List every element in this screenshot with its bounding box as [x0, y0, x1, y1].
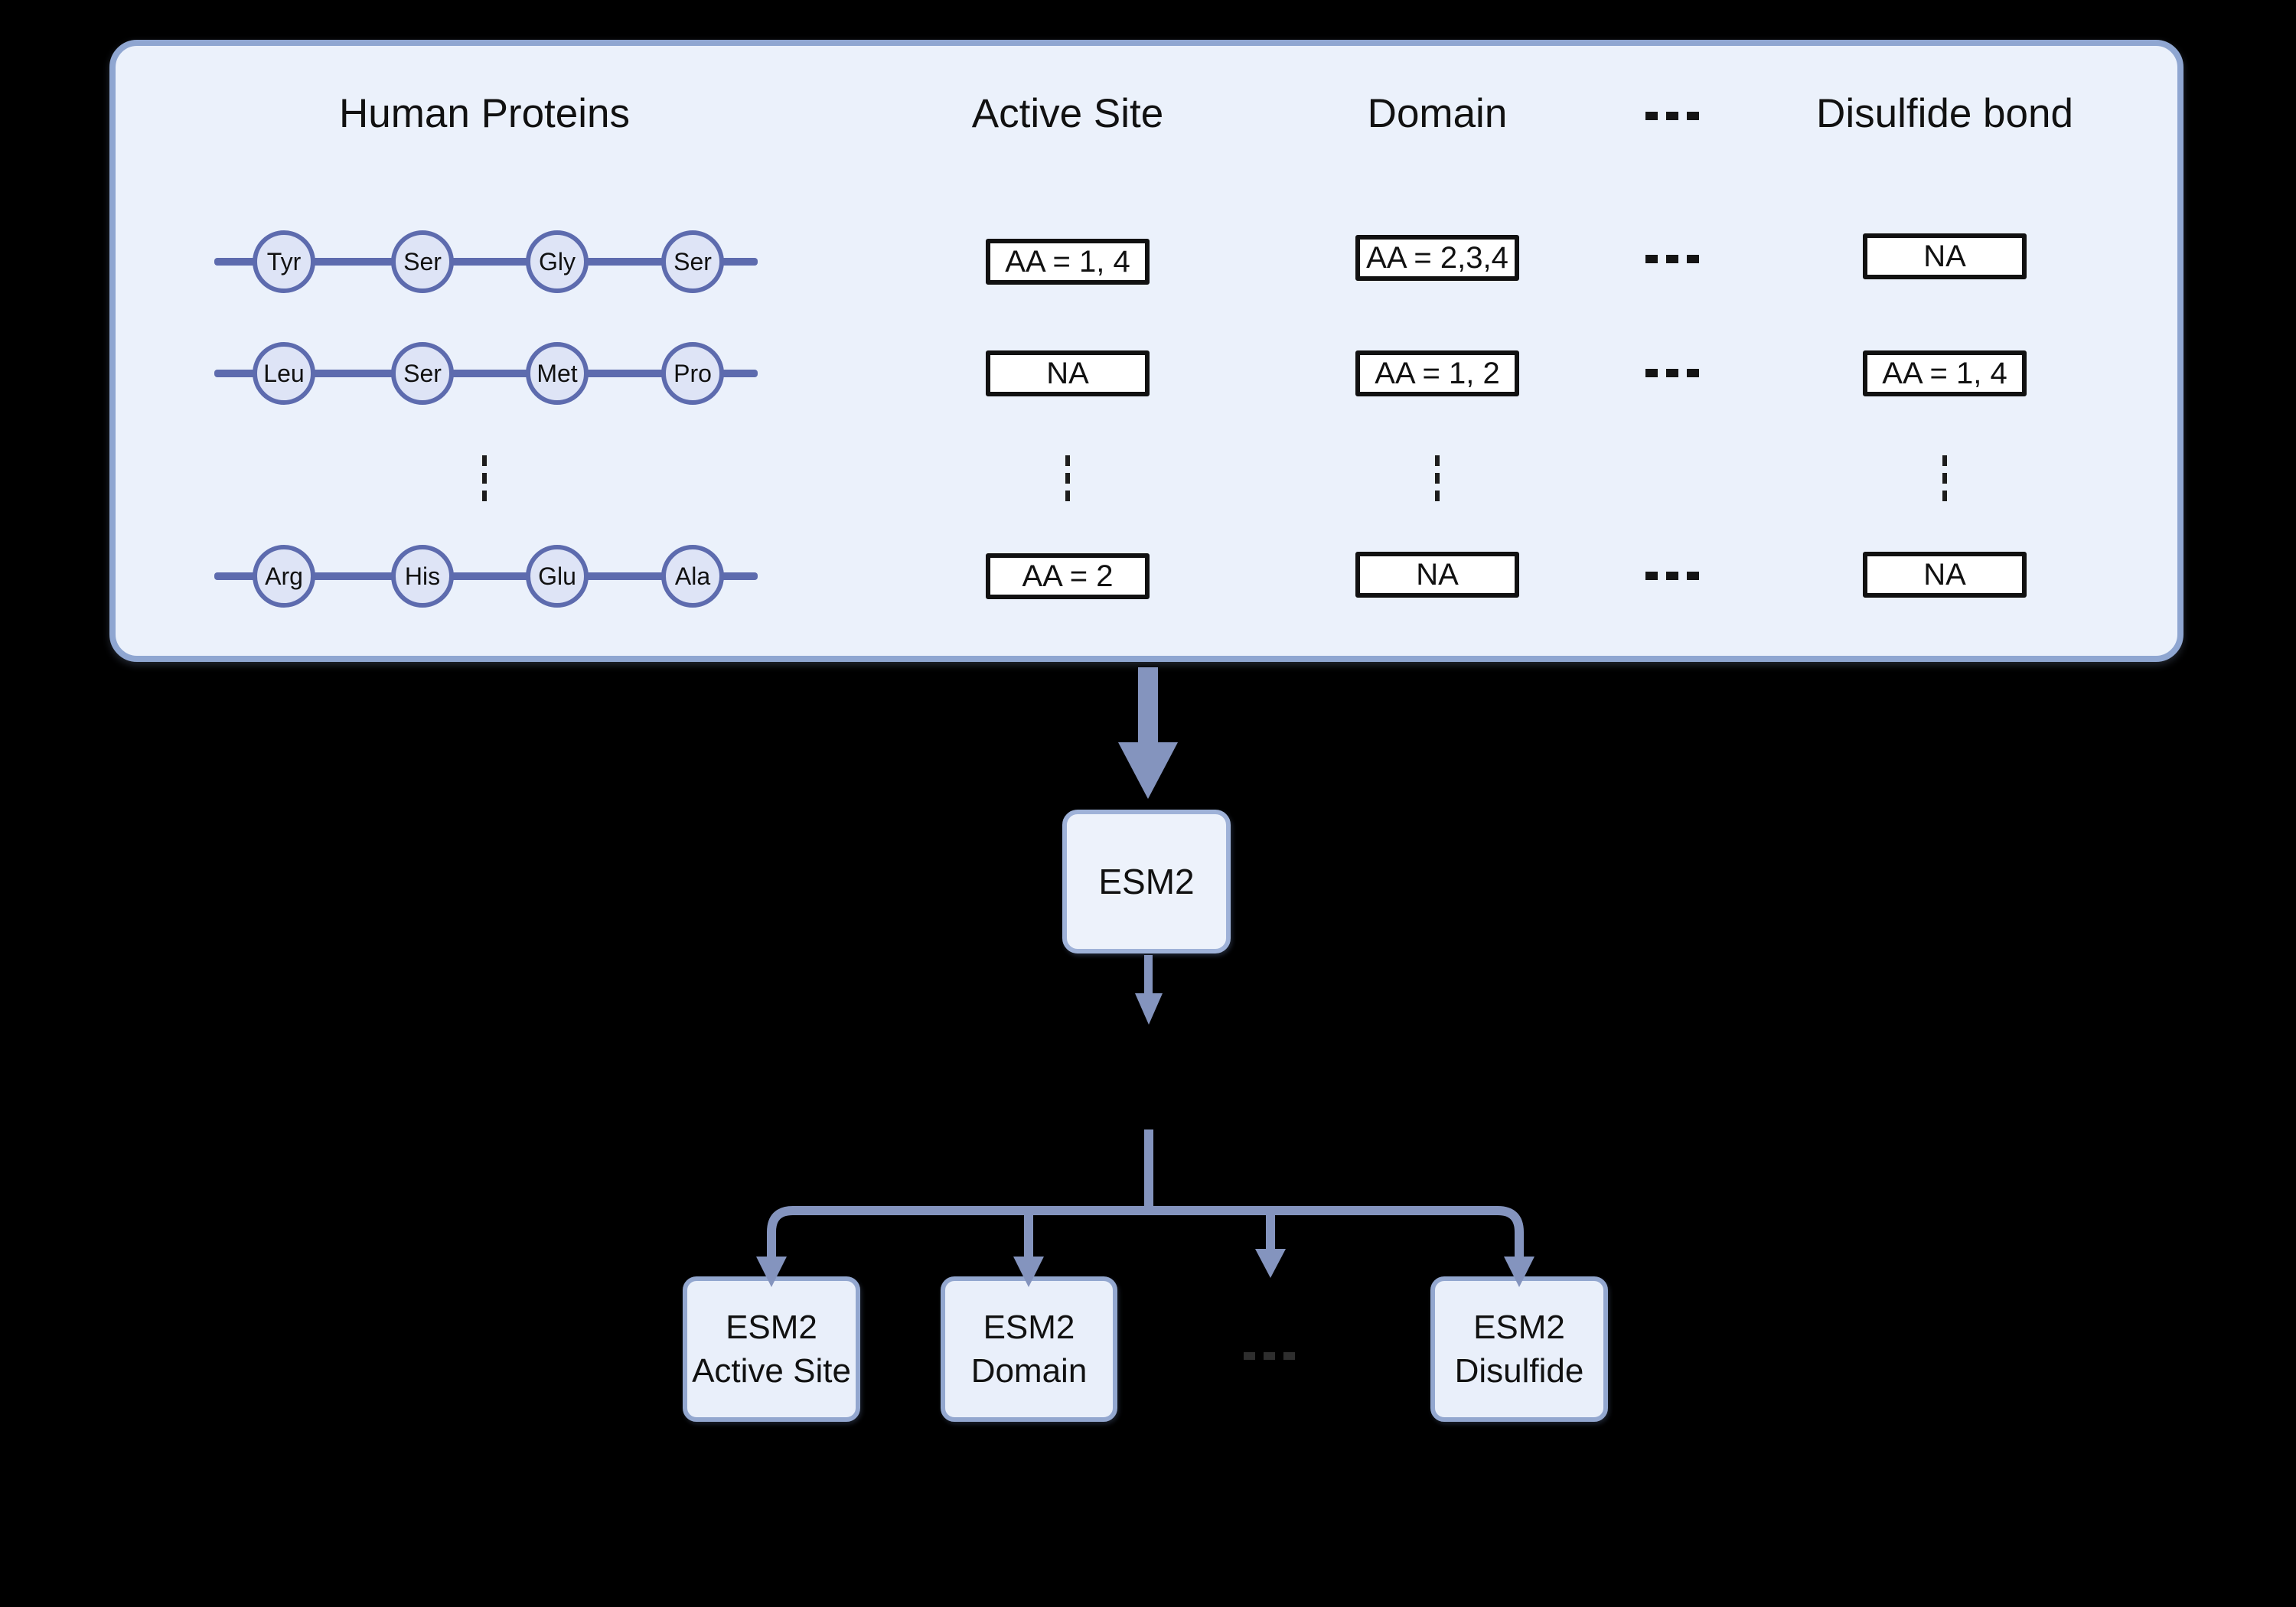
column-header-active-site: Active Site — [971, 91, 1164, 136]
annotation-box-domain: NA — [1355, 552, 1519, 598]
residue-label: Tyr — [266, 248, 302, 275]
row-ellipsis-icon — [1645, 369, 1699, 377]
residue-node: Pro — [661, 342, 724, 405]
outputs-ellipsis-icon — [1244, 1352, 1295, 1360]
output-box-esm2-active-site: ESM2 Active Site — [683, 1276, 860, 1422]
annotation-box-active-site: AA = 2 — [986, 553, 1150, 599]
residue-label: Met — [536, 360, 578, 387]
branch-connector — [756, 1129, 1534, 1287]
branch-horizontal-line — [767, 1206, 1524, 1263]
model-output-arrow-icon — [1144, 955, 1153, 995]
residue-label: Pro — [673, 360, 712, 387]
input-arrow-icon — [1138, 667, 1158, 742]
residue-label: Leu — [263, 360, 305, 387]
residue-label: Ser — [403, 360, 442, 387]
residue-node: Ser — [661, 230, 724, 293]
residue-node: Leu — [253, 342, 315, 405]
annotation-box-domain: AA = 1, 2 — [1355, 350, 1519, 396]
protein-chain-line — [214, 258, 758, 266]
input-arrowhead-icon — [1118, 742, 1178, 799]
residue-node: Arg — [253, 545, 315, 608]
branch-arrowhead-icon — [756, 1257, 787, 1287]
ellipsis-vertical-icon — [1435, 455, 1440, 501]
residue-label: His — [404, 562, 441, 590]
residue-label: Glu — [538, 562, 576, 590]
residue-node: Ser — [391, 342, 454, 405]
residue-label: Ser — [403, 248, 442, 275]
ellipsis-vertical-icon — [1065, 455, 1070, 501]
residue-node: His — [391, 545, 454, 608]
esm2-model-box: ESM2 — [1062, 810, 1231, 953]
output-box-esm2-disulfide: ESM2 Disulfide — [1430, 1276, 1608, 1422]
output-box-label-line2: Disulfide — [1454, 1352, 1584, 1390]
residue-node: Met — [526, 342, 589, 405]
annotation-box-active-site: NA — [986, 350, 1150, 396]
output-box-label-line2: Domain — [970, 1352, 1088, 1390]
residue-label: Arg — [265, 562, 303, 590]
residue-label: Gly — [539, 248, 576, 275]
output-box-esm2-domain: ESM2 Domain — [941, 1276, 1117, 1422]
residue-node: Ala — [661, 545, 724, 608]
output-box-label-line1: ESM2 — [1473, 1308, 1565, 1346]
esm2-model-label: ESM2 — [1098, 862, 1195, 901]
residue-node: Gly — [526, 230, 589, 293]
annotation-box-domain: AA = 2,3,4 — [1355, 235, 1519, 281]
branch-arrowhead-icon — [1255, 1249, 1286, 1278]
residue-node: Glu — [526, 545, 589, 608]
output-box-label-line1: ESM2 — [983, 1308, 1075, 1346]
ellipsis-vertical-icon — [482, 455, 487, 501]
output-box-label-line1: ESM2 — [726, 1308, 817, 1346]
column-header-domain: Domain — [1367, 91, 1508, 136]
annotation-box-disulfide: NA — [1863, 552, 2027, 598]
protein-chain-line — [214, 572, 758, 580]
branch-arrowhead-icon — [1504, 1257, 1534, 1287]
branch-arrowhead-icon — [1013, 1257, 1044, 1287]
protein-chain-line — [214, 370, 758, 377]
row-ellipsis-icon — [1645, 572, 1699, 580]
residue-label: Ser — [673, 248, 712, 275]
residue-node: Ser — [391, 230, 454, 293]
column-header-ellipsis-icon — [1645, 112, 1699, 120]
column-header-disulfide-bond: Disulfide bond — [1816, 91, 2073, 136]
column-header-human-proteins: Human Proteins — [338, 91, 631, 136]
annotation-box-disulfide: NA — [1863, 233, 2027, 279]
residue-label: Ala — [674, 562, 711, 590]
model-output-arrowhead-icon — [1135, 993, 1163, 1025]
ellipsis-vertical-icon — [1942, 455, 1947, 501]
annotation-box-active-site: AA = 1, 4 — [986, 239, 1150, 285]
annotation-box-disulfide: AA = 1, 4 — [1863, 350, 2027, 396]
output-box-label-line2: Active Site — [692, 1352, 851, 1390]
residue-node: Tyr — [253, 230, 315, 293]
row-ellipsis-icon — [1645, 255, 1699, 263]
